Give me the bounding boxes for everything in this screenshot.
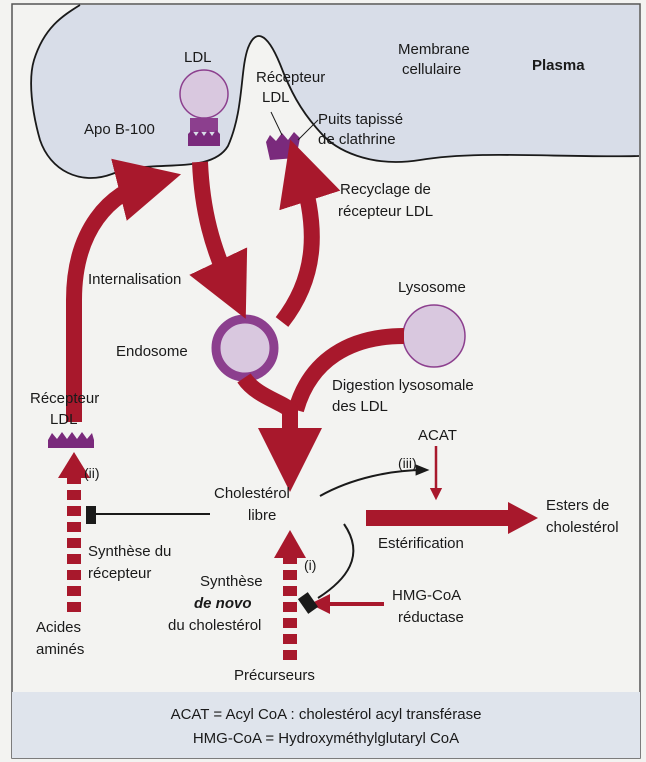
label-recepteur-top-1: Récepteur bbox=[256, 69, 325, 86]
receptor-to-membrane-arrow bbox=[74, 182, 150, 422]
label-puits-2: de clathrine bbox=[318, 131, 396, 148]
label-synthese-recepteur-2: récepteur bbox=[88, 565, 151, 582]
label-synthese-recepteur-1: Synthèse du bbox=[88, 543, 171, 560]
marker-iii: (iii) bbox=[398, 455, 417, 471]
label-synthese-novo-1: Synthèse bbox=[200, 573, 263, 590]
label-puits-1: Puits tapissé bbox=[318, 111, 403, 128]
label-hmg-1: HMG-CoA bbox=[392, 587, 461, 604]
label-recepteur-left-2: LDL bbox=[50, 411, 78, 428]
label-lysosome: Lysosome bbox=[398, 279, 466, 296]
label-synthese-novo-3: du cholestérol bbox=[168, 617, 261, 634]
inhibition-ii-block bbox=[86, 506, 96, 524]
label-esters-1: Esters de bbox=[546, 497, 609, 514]
label-membrane-2: cellulaire bbox=[402, 61, 461, 78]
label-recyclage-1: Recyclage de bbox=[340, 181, 431, 198]
label-ldl: LDL bbox=[184, 49, 212, 66]
de-novo-synthesis-arrowhead bbox=[274, 530, 306, 558]
label-acides-2: aminés bbox=[36, 641, 84, 658]
label-hmg-2: réductase bbox=[398, 609, 464, 626]
label-cholesterol-2: libre bbox=[248, 507, 276, 524]
label-acides-1: Acides bbox=[36, 619, 81, 636]
plasma-region bbox=[13, 5, 639, 178]
ldl-particle bbox=[180, 70, 228, 118]
label-internalisation: Internalisation bbox=[88, 271, 181, 288]
new-ldl-receptor bbox=[48, 432, 94, 448]
esterification-arrowhead bbox=[508, 502, 538, 534]
label-precurseurs: Précurseurs bbox=[234, 667, 315, 684]
label-recyclage-2: récepteur LDL bbox=[338, 203, 433, 220]
label-esterification: Estérification bbox=[378, 535, 464, 552]
inhibition-i-curve bbox=[318, 524, 353, 598]
label-recepteur-left-1: Récepteur bbox=[30, 390, 99, 407]
label-digestion-1: Digestion lysosomale bbox=[332, 377, 474, 394]
label-digestion-2: des LDL bbox=[332, 398, 388, 415]
label-apo-b100: Apo B-100 bbox=[84, 121, 155, 138]
endosome bbox=[216, 319, 274, 377]
legend-box bbox=[12, 692, 640, 758]
label-recepteur-top-2: LDL bbox=[262, 89, 290, 106]
legend-hmg: HMG-CoA = Hydroxyméthylglutaryl CoA bbox=[12, 730, 640, 747]
legend-acat: ACAT = Acyl CoA : cholestérol acyl trans… bbox=[12, 706, 640, 723]
label-plasma: Plasma bbox=[532, 57, 585, 74]
apo-b100 bbox=[190, 118, 218, 132]
pit-pointer bbox=[298, 120, 318, 140]
recycling-arrow bbox=[282, 170, 312, 322]
receptor-pointer bbox=[271, 112, 282, 135]
marker-i: (i) bbox=[304, 557, 316, 573]
activation-iii-curve bbox=[320, 470, 424, 496]
label-synthese-novo-2: de novo bbox=[194, 595, 252, 612]
label-membrane-1: Membrane bbox=[398, 41, 470, 58]
internalisation-arrow bbox=[200, 162, 232, 290]
label-acat: ACAT bbox=[418, 427, 457, 444]
marker-ii: (ii) bbox=[84, 465, 100, 481]
lysosome bbox=[403, 305, 465, 367]
inhibition-i-block bbox=[298, 592, 318, 614]
label-endosome: Endosome bbox=[116, 343, 188, 360]
endosome-to-cholesterol-arrow bbox=[244, 378, 290, 460]
ldl-receptor-pit bbox=[266, 132, 300, 160]
label-esters-2: cholestérol bbox=[546, 519, 619, 536]
label-cholesterol-1: Cholestérol bbox=[214, 485, 290, 502]
